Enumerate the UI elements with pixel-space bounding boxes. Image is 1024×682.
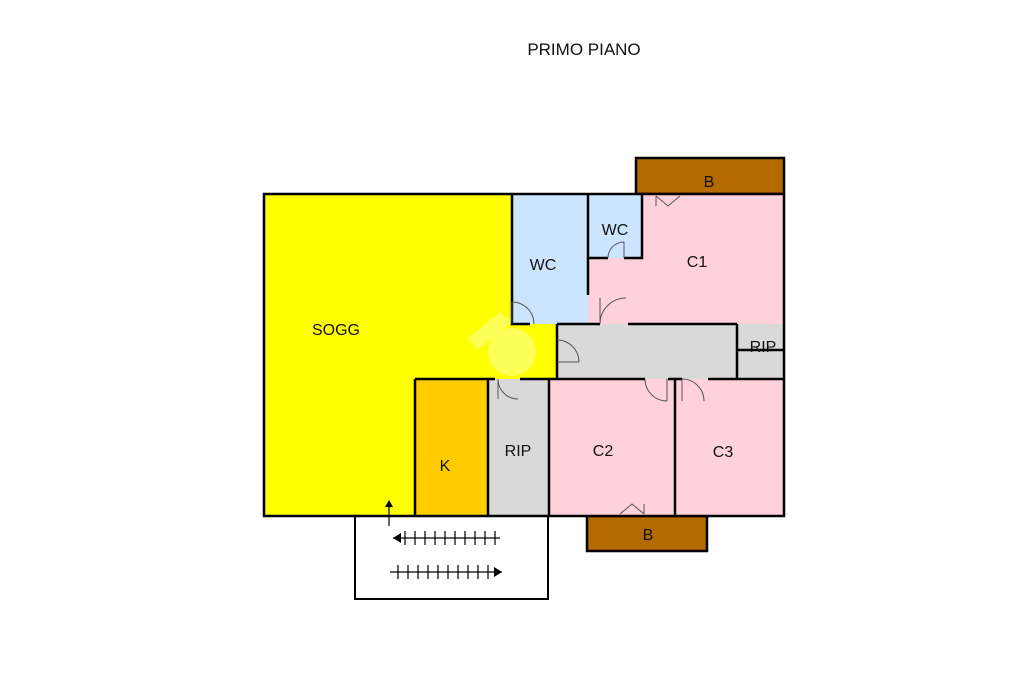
staircase — [354, 515, 549, 600]
label-c2: C2 — [593, 443, 614, 460]
label-c3: C3 — [713, 444, 734, 461]
stair-arrow-icon — [390, 531, 502, 579]
watermark-logo — [468, 312, 536, 376]
room-rip-east — [737, 324, 784, 379]
corridor — [557, 324, 737, 379]
label-c1: C1 — [687, 254, 708, 271]
room-c1 — [588, 194, 784, 324]
balcony-north — [634, 156, 786, 196]
room-wc-large — [512, 194, 588, 324]
label-rip-center: RIP — [505, 443, 532, 460]
label-rip-east: RIP — [750, 339, 777, 356]
room-k — [415, 379, 488, 516]
floor-title: PRIMO PIANO — [527, 40, 641, 59]
room-sogg — [264, 194, 557, 516]
entrance-arrow-icon — [385, 500, 393, 526]
label-k: K — [440, 458, 451, 475]
room-c2 — [549, 379, 675, 516]
label-balcony-north: B — [704, 174, 715, 191]
label-wc-large: WC — [530, 257, 557, 274]
label-wc-small: WC — [602, 222, 629, 239]
room-c3 — [675, 379, 784, 516]
room-wc-small — [588, 194, 642, 258]
room-rip-center — [488, 379, 549, 516]
label-balcony-south: B — [643, 527, 654, 544]
label-sogg: SOGG — [312, 322, 360, 339]
